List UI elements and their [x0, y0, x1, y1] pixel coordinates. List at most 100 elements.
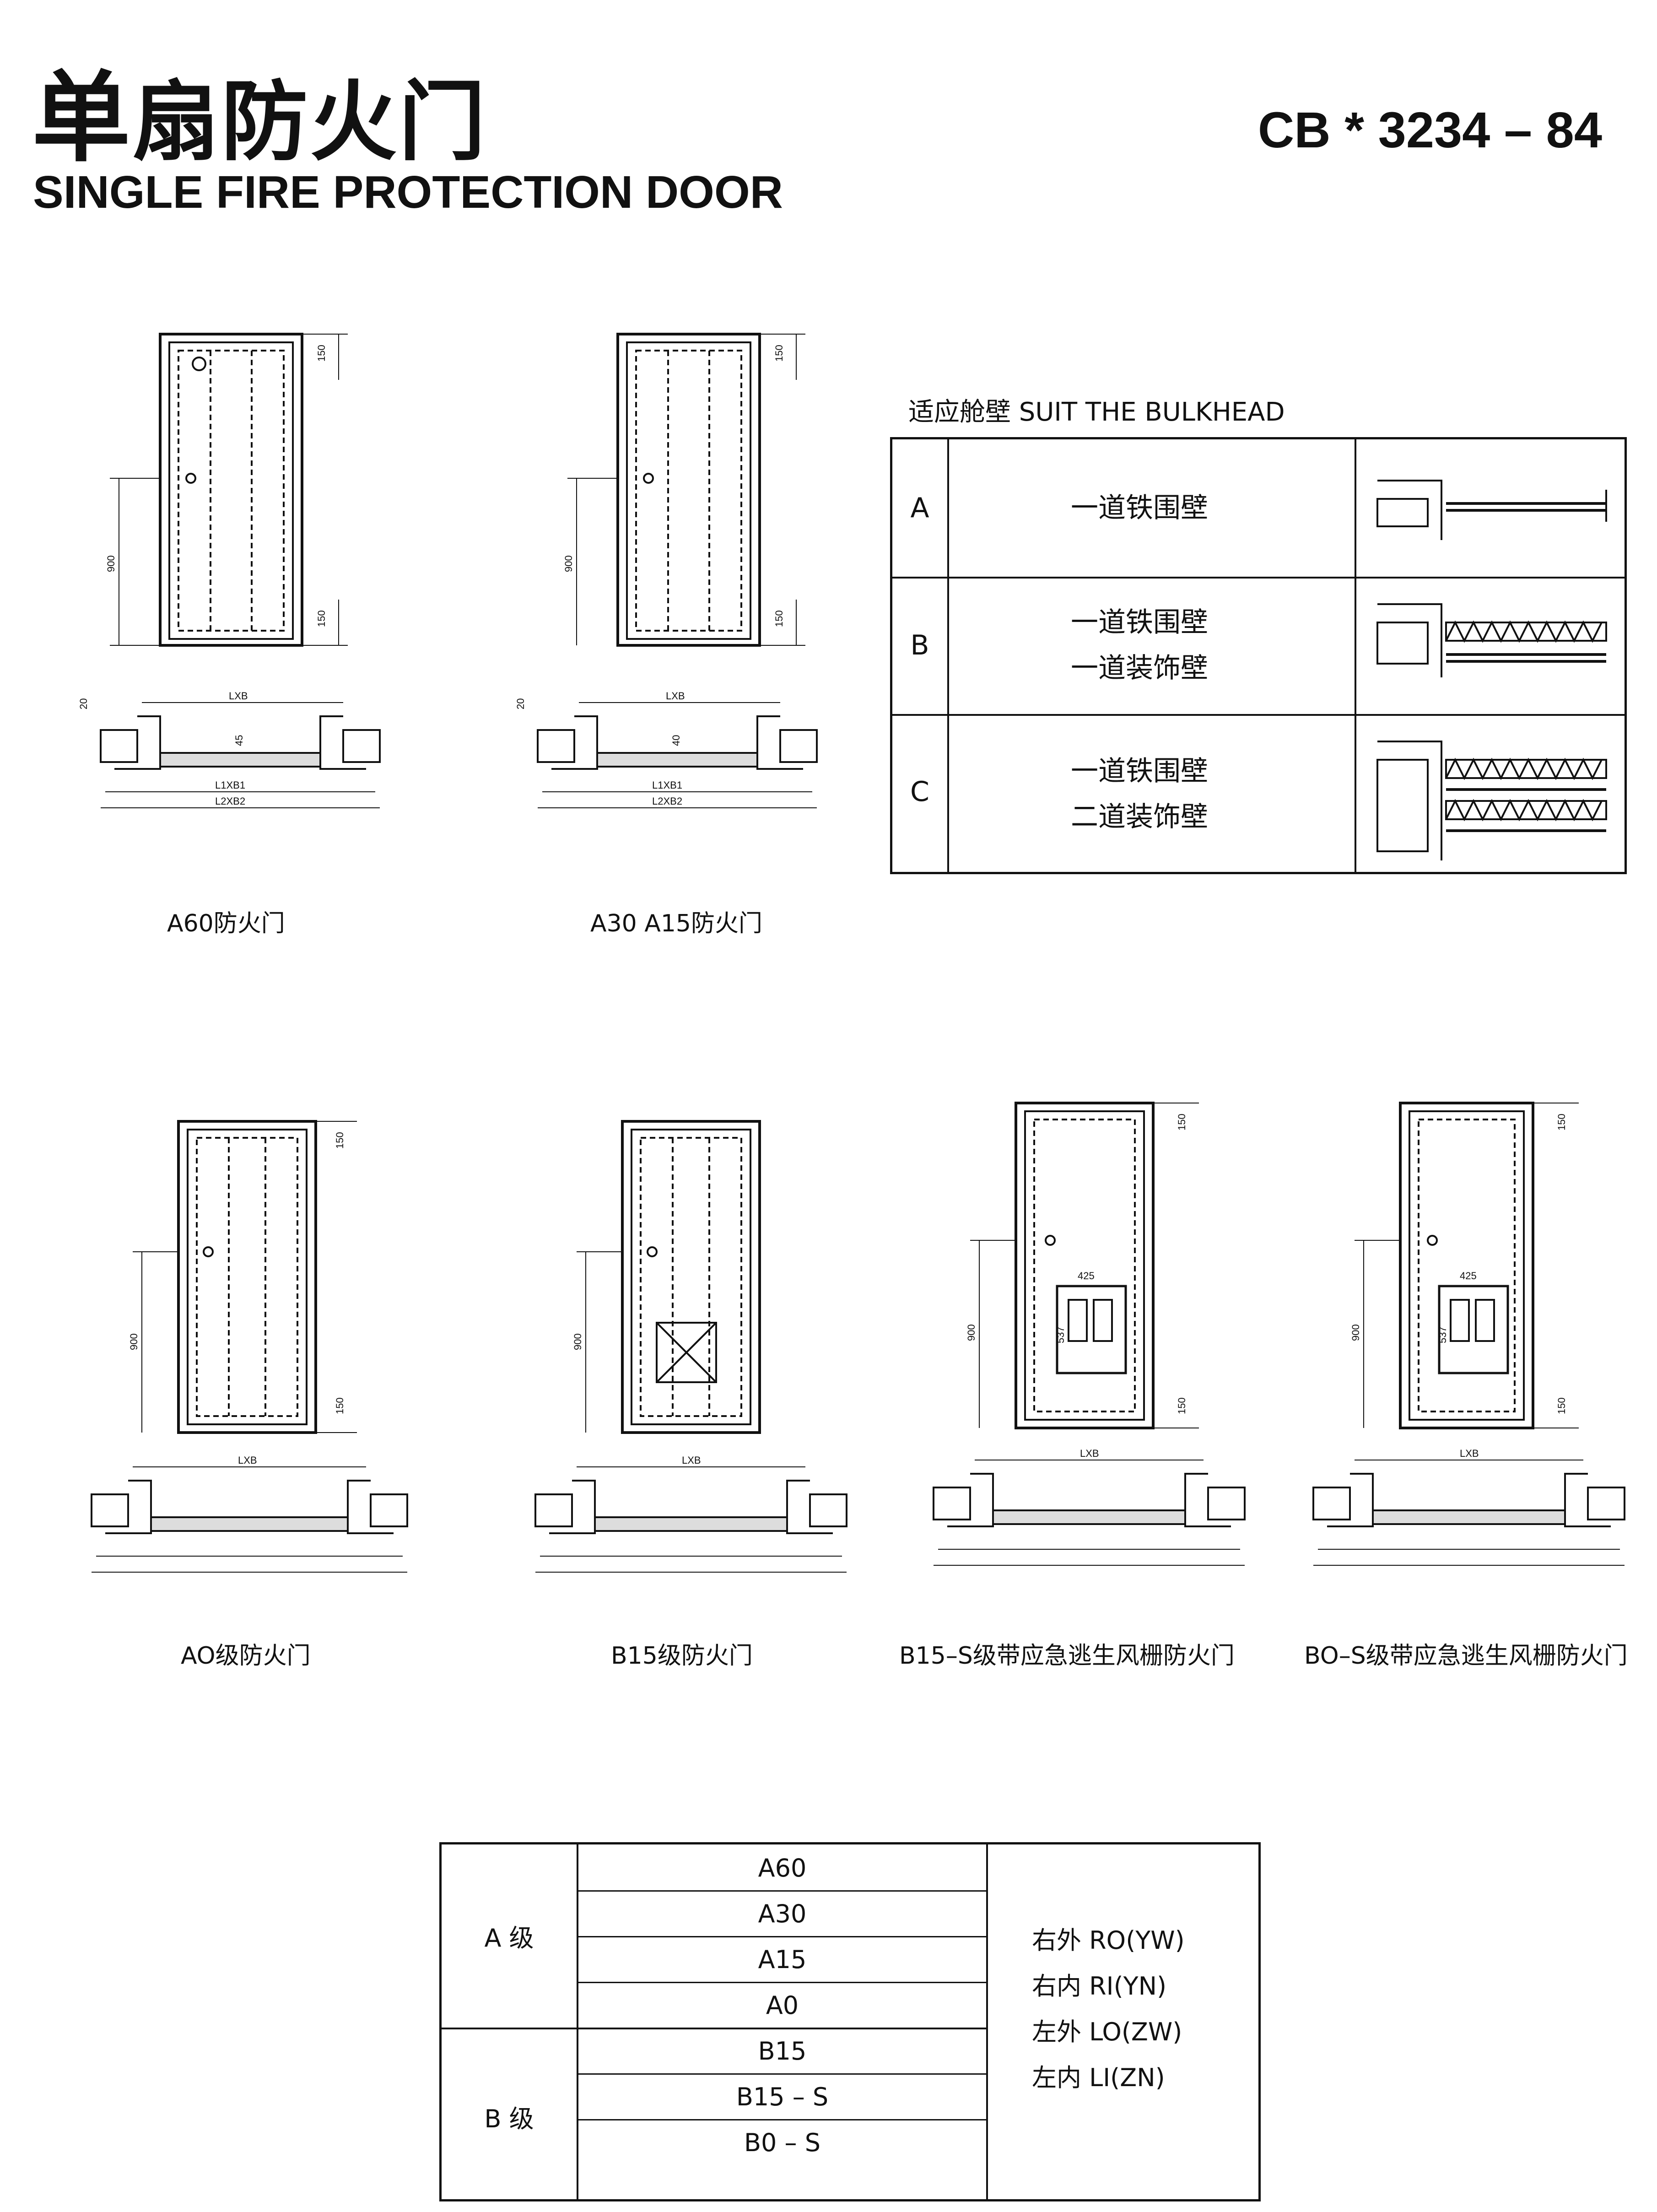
bulkhead-sketch-b — [1376, 603, 1607, 677]
bulkhead-divider-1 — [947, 439, 949, 872]
dim-150-bottom-2: 150 — [773, 610, 785, 627]
dim-45: 45 — [233, 735, 245, 746]
caption-b15: B15级防火门 — [611, 1642, 753, 1670]
door-a0-elevation — [133, 1120, 357, 1434]
dim-150-top-3: 150 — [334, 1132, 345, 1149]
door-a0-section — [91, 1466, 408, 1573]
grade-item: A60 — [758, 1854, 807, 1882]
door-b15-elevation — [577, 1120, 761, 1434]
bulkhead-letter: A — [910, 492, 929, 524]
grade-divider-group — [577, 1844, 578, 2199]
grade-row-line — [577, 1936, 986, 1937]
grade-row-line — [577, 2073, 986, 2075]
bulkhead-row-b: B 一道铁围壁 一道装饰壁 — [892, 577, 1625, 714]
dim-900-2: 900 — [563, 555, 574, 572]
door-a30-elevation — [567, 333, 805, 647]
bulkhead-table: A 一道铁围壁 B 一道铁围壁 一道装饰壁 C 一道铁围壁 二道装饰壁 — [890, 437, 1627, 874]
dim-lxb-5: LXB — [1080, 1448, 1099, 1459]
bulkhead-desc-line2: 一道装饰壁 — [1071, 652, 1208, 684]
standard-code: CB * 3234 – 84 — [1258, 102, 1602, 158]
dim-150-bottom-5: 150 — [1176, 1397, 1187, 1414]
door-drawings-bottom: 150 150 900 900 150 150 900 425 537 150 … — [91, 1102, 1625, 1573]
caption-a30-a15: A30 A15防火门 — [590, 910, 763, 937]
door-a30-section — [537, 702, 818, 808]
grade-item: B15 – S — [736, 2082, 829, 2111]
dim-537-5: 537 — [1055, 1326, 1066, 1343]
dim-40-top: 40 — [670, 735, 682, 746]
dim-900-4: 900 — [572, 1333, 583, 1350]
dim-20-1: 20 — [78, 698, 89, 709]
title-cn-rest: 扇防火门 — [132, 71, 488, 173]
grade-item: B15 — [758, 2037, 807, 2066]
orientation-item: 右外 RO(YW) — [1032, 1926, 1185, 1955]
dim-lxb-3: LXB — [238, 1455, 257, 1466]
grade-divider-orient — [986, 1844, 988, 2199]
door-b15-section — [534, 1466, 847, 1573]
dim-150-top-2: 150 — [773, 345, 785, 362]
bulkhead-letter: C — [910, 776, 929, 808]
bulkhead-desc-line1: 一道铁围壁 — [1071, 492, 1208, 524]
orientation-item: 右内 RI(YN) — [1032, 1972, 1167, 2001]
bulkhead-sketch-a — [1376, 480, 1607, 540]
orientation-item: 左外 LO(ZW) — [1032, 2017, 1182, 2046]
caption-a0: AO级防火门 — [181, 1642, 311, 1670]
dim-lxb-1: LXB — [229, 690, 248, 702]
bulkhead-row-line-1 — [892, 577, 1625, 579]
dim-150-top-5: 150 — [1176, 1114, 1187, 1130]
dim-150-bottom-1: 150 — [316, 610, 327, 627]
bulkhead-desc-line1: 一道铁围壁 — [1071, 606, 1208, 638]
grade-row-line — [577, 2119, 986, 2120]
caption-a60: A60防火门 — [167, 910, 285, 937]
dim-l2xb2-2: L2XB2 — [652, 795, 682, 807]
door-a60-elevation — [110, 333, 348, 647]
dim-lxb-4: LXB — [682, 1455, 701, 1466]
door-drawings-top: 150 150 900 150 150 900 LXB L1XB1 L2XB2 … — [78, 333, 818, 808]
dim-900-5: 900 — [966, 1324, 977, 1341]
page-title-en: SINGLE FIRE PROTECTION DOOR — [33, 167, 783, 218]
dim-150-top-1: 150 — [316, 345, 327, 362]
dim-150-bottom-3: 150 — [334, 1397, 345, 1414]
bulkhead-sketch-c — [1376, 741, 1607, 860]
page-title-cn: 单扇防火门 — [32, 69, 487, 167]
dim-900-3: 900 — [128, 1333, 140, 1350]
door-b0s-elevation — [1355, 1102, 1579, 1429]
bulkhead-divider-2 — [1355, 439, 1356, 872]
dim-l2xb2-1: L2XB2 — [215, 795, 245, 807]
grade-table: A 级 B 级 A60 A30 A15 A0 B15 B15 – S B0 – … — [439, 1842, 1261, 2201]
door-b15s-elevation — [970, 1102, 1199, 1429]
dim-20-2: 20 — [515, 698, 526, 709]
dim-lxb-6: LXB — [1460, 1448, 1479, 1459]
dim-150-bottom-6: 150 — [1556, 1397, 1567, 1414]
dim-425-5: 425 — [1078, 1270, 1095, 1282]
title-cn-first-char: 单 — [32, 60, 132, 175]
bulkhead-sketches — [1376, 480, 1607, 860]
bulkhead-row-c: C 一道铁围壁 二道装饰壁 — [892, 714, 1625, 872]
dim-150-top-6: 150 — [1556, 1114, 1567, 1130]
dim-900-1: 900 — [105, 555, 117, 572]
grade-row-line — [577, 1982, 986, 1983]
grade-item: A15 — [758, 1945, 807, 1974]
bulkhead-row-a: A 一道铁围壁 — [892, 439, 1625, 577]
caption-b15s: B15–S级带应急逃生风栅防火门 — [899, 1642, 1235, 1670]
door-b15s-section — [933, 1460, 1246, 1566]
grade-item: B0 – S — [744, 2128, 820, 2157]
dim-lxb-2: LXB — [666, 690, 685, 702]
door-a60-section — [100, 702, 381, 808]
dim-l1xb1-1: L1XB1 — [215, 779, 245, 791]
dim-537-6: 537 — [1437, 1326, 1448, 1343]
orientation-item: 左内 LI(ZN) — [1032, 2063, 1165, 2092]
grade-item: A30 — [758, 1899, 807, 1928]
grade-group-a: A 级 — [484, 1924, 534, 1952]
grade-group-b: B 级 — [484, 2104, 534, 2133]
grade-row-line — [577, 1890, 986, 1892]
bulkhead-desc-line1: 一道铁围壁 — [1071, 755, 1208, 787]
bulkhead-title: 适应舱壁 SUIT THE BULKHEAD — [908, 397, 1285, 427]
bulkhead-desc-line2: 二道装饰壁 — [1071, 801, 1208, 833]
dim-425-6: 425 — [1460, 1270, 1477, 1282]
grade-item: A0 — [766, 1991, 799, 2020]
bulkhead-letter: B — [910, 629, 929, 661]
bulkhead-row-line-2 — [892, 714, 1625, 716]
grade-group-split — [442, 2028, 986, 2029]
caption-b0s: BO–S级带应急逃生风栅防火门 — [1304, 1642, 1628, 1670]
dim-l1xb1-2: L1XB1 — [652, 779, 682, 791]
